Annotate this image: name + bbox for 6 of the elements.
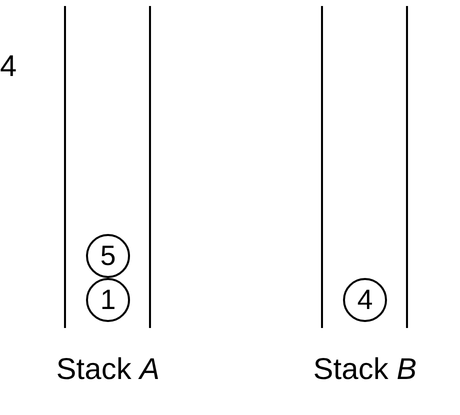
stack-label: Stack B bbox=[312, 352, 418, 388]
stack-item-circle: 5 bbox=[86, 234, 130, 278]
stack-label: Stack A bbox=[55, 352, 161, 388]
note-text: 4 bbox=[0, 50, 17, 84]
stack-item-circle: 4 bbox=[343, 278, 387, 322]
stack-item-circle: 1 bbox=[86, 278, 130, 322]
